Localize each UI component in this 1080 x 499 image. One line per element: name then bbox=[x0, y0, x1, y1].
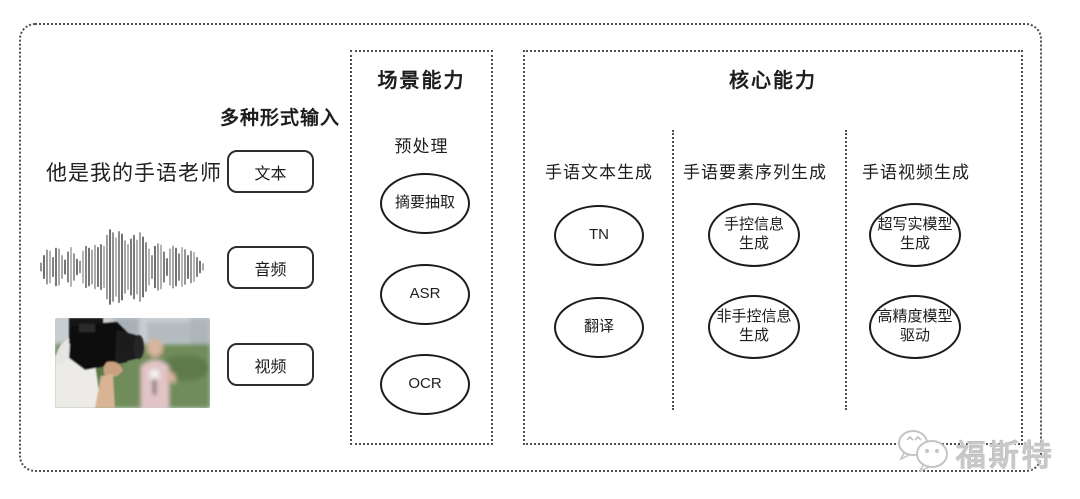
input-box-text: 文本 bbox=[227, 150, 314, 193]
scene-capability-box: 场景能力 预处理 摘要抽取 ASR OCR bbox=[350, 50, 493, 445]
node-hyperreal-model-generation: 超写实模型 生成 bbox=[869, 203, 961, 267]
sample-sentence: 他是我的手语老师 bbox=[46, 162, 222, 185]
watermark: 福斯特 bbox=[896, 428, 1055, 477]
audio-waveform bbox=[38, 227, 208, 307]
video-thumbnail bbox=[55, 318, 210, 408]
input-box-video: 视频 bbox=[227, 343, 314, 386]
column-divider-2 bbox=[845, 130, 847, 410]
node-non-manual-info-generation: 非手控信息 生成 bbox=[708, 295, 800, 359]
wechat-icon bbox=[896, 428, 950, 477]
column-header-element-sequence-generation: 手语要素序列生成 bbox=[683, 163, 827, 182]
node-summary-extraction: 摘要抽取 bbox=[380, 173, 470, 234]
scene-box-title: 场景能力 bbox=[377, 70, 466, 92]
input-box-audio: 音频 bbox=[227, 246, 314, 289]
input-box-audio-label: 音频 bbox=[254, 261, 287, 279]
preprocess-label: 预处理 bbox=[394, 137, 449, 156]
column-header-video-generation: 手语视频生成 bbox=[862, 163, 970, 182]
node-manual-info-generation: 手控信息 生成 bbox=[708, 203, 800, 267]
outer-dotted-frame bbox=[19, 23, 1042, 472]
input-box-video-label: 视频 bbox=[254, 358, 287, 376]
photo-cameraman bbox=[55, 318, 144, 408]
input-section-title: 多种形式输入 bbox=[219, 108, 340, 129]
column-divider-1 bbox=[672, 130, 674, 410]
core-box-title: 核心能力 bbox=[729, 70, 817, 92]
column-header-text-generation: 手语文本生成 bbox=[545, 163, 653, 182]
node-ocr: OCR bbox=[380, 354, 470, 415]
watermark-text: 福斯特 bbox=[956, 439, 1055, 473]
node-high-precision-model-driving: 高精度模型 驱动 bbox=[869, 295, 961, 359]
input-box-text-label: 文本 bbox=[254, 165, 287, 183]
node-translation: 翻译 bbox=[554, 297, 644, 358]
node-asr: ASR bbox=[380, 264, 470, 325]
node-tn: TN bbox=[554, 205, 644, 266]
core-capability-box: 核心能力 手语文本生成 手语要素序列生成 手语视频生成 TN 翻译 手控信息 生… bbox=[523, 50, 1023, 445]
